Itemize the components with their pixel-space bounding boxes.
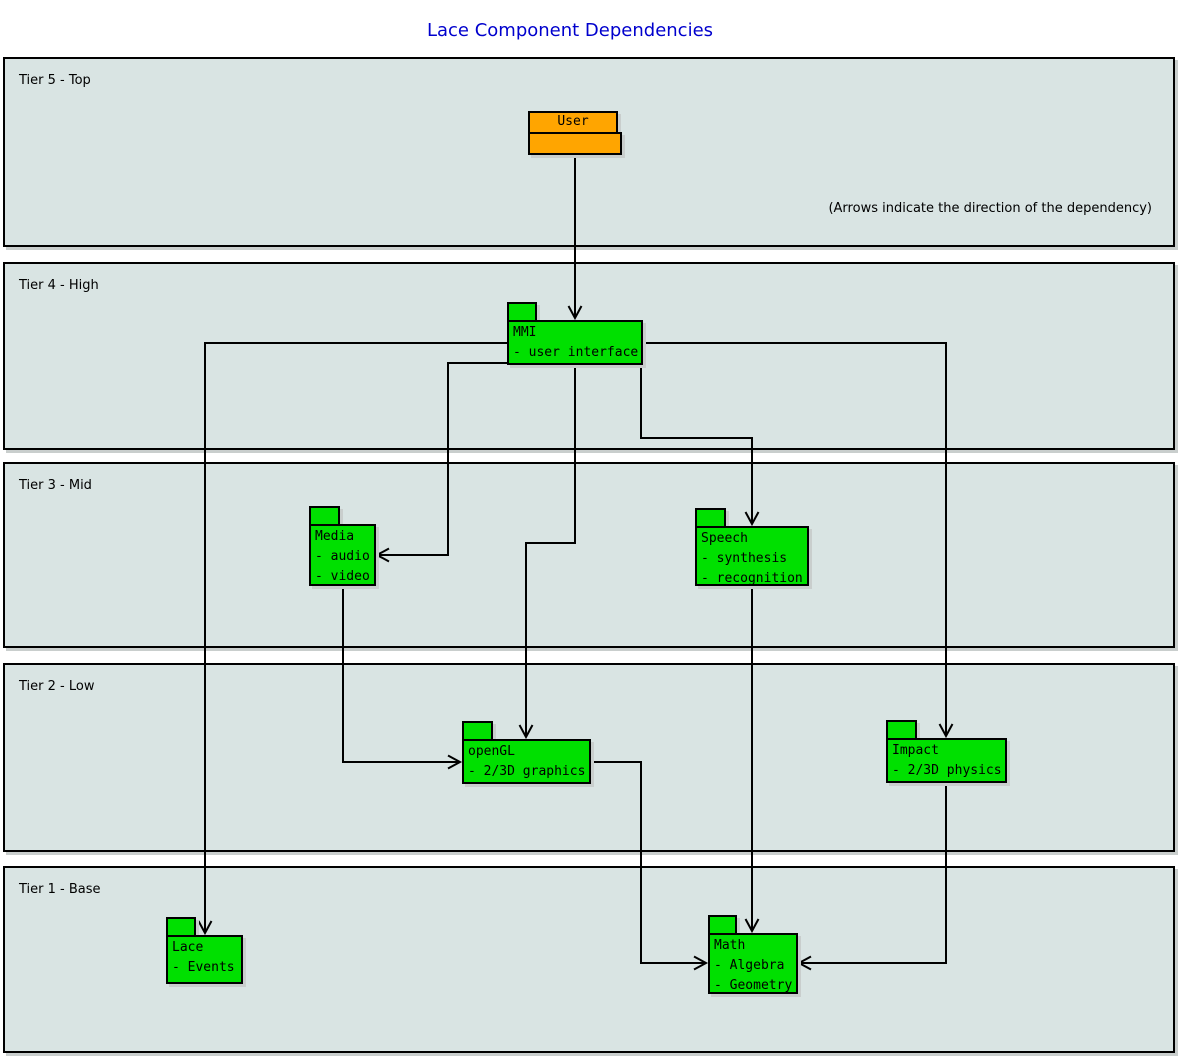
node-impact-tab [886, 720, 917, 740]
tier-1-label: Tier 1 - Base [19, 882, 101, 897]
edge-impact-to-math [796, 782, 947, 971]
node-speech-tab [695, 508, 726, 528]
tier-3-label: Tier 3 - Mid [19, 478, 92, 493]
node-mmi-title: MMI [513, 325, 537, 340]
node-user-applet-body [528, 132, 622, 155]
node-speech-line: - synthesis [701, 551, 788, 566]
edge-mmi-to-speech [640, 364, 760, 527]
node-mmi-tab [507, 302, 537, 322]
node-media-tab [309, 506, 340, 526]
node-opengl-tab [462, 721, 493, 741]
node-user-applet-label: User Applet [528, 111, 618, 147]
edge-mmi-to-opengl [518, 364, 576, 740]
node-mmi: MMI - user interface [507, 320, 643, 365]
node-lace-title: Lace [172, 940, 204, 955]
node-opengl-title: openGL [468, 744, 515, 759]
node-impact-title: Impact [892, 743, 939, 758]
node-impact-line: - 2/3D physics [892, 763, 1002, 778]
tier-4-label: Tier 4 - High [19, 278, 99, 293]
edge-media-to-opengl [342, 585, 463, 770]
diagram-title: Lace Component Dependencies [426, 20, 714, 41]
node-lace-tab [166, 917, 196, 937]
edge-mmi-to-lace [197, 342, 508, 936]
node-opengl-line: - 2/3D graphics [468, 764, 586, 779]
tier-2-label: Tier 2 - Low [19, 679, 95, 694]
edge-mmi-to-impact [641, 342, 954, 739]
node-speech: Speech - synthesis - recognition [695, 526, 809, 586]
edge-mmi-to-media [374, 362, 508, 563]
node-math: Math - Algebra - Geometry [708, 933, 798, 994]
dependency-note: (Arrows indicate the direction of the de… [828, 201, 1152, 216]
node-impact: Impact - 2/3D physics [886, 738, 1007, 783]
node-media: Media - audio - video [309, 524, 376, 586]
node-media-title: Media [315, 529, 355, 544]
node-lace-line: - Events [172, 960, 235, 975]
node-math-line: - Geometry [714, 978, 793, 993]
node-media-line: - video [315, 569, 370, 584]
node-math-title: Math [714, 938, 746, 953]
node-math-tab [708, 915, 737, 935]
node-mmi-line: - user interface [513, 345, 639, 360]
tier-3-band: Tier 3 - Mid [3, 462, 1175, 648]
node-speech-title: Speech [701, 531, 748, 546]
node-opengl: openGL - 2/3D graphics [462, 739, 591, 784]
tier-5-label: Tier 5 - Top [19, 73, 91, 88]
node-media-line: - audio [315, 549, 370, 564]
node-lace: Lace - Events [166, 935, 243, 984]
node-math-line: - Algebra [714, 958, 785, 973]
node-speech-line: - recognition [701, 571, 803, 586]
edge-opengl-to-math [590, 761, 709, 971]
